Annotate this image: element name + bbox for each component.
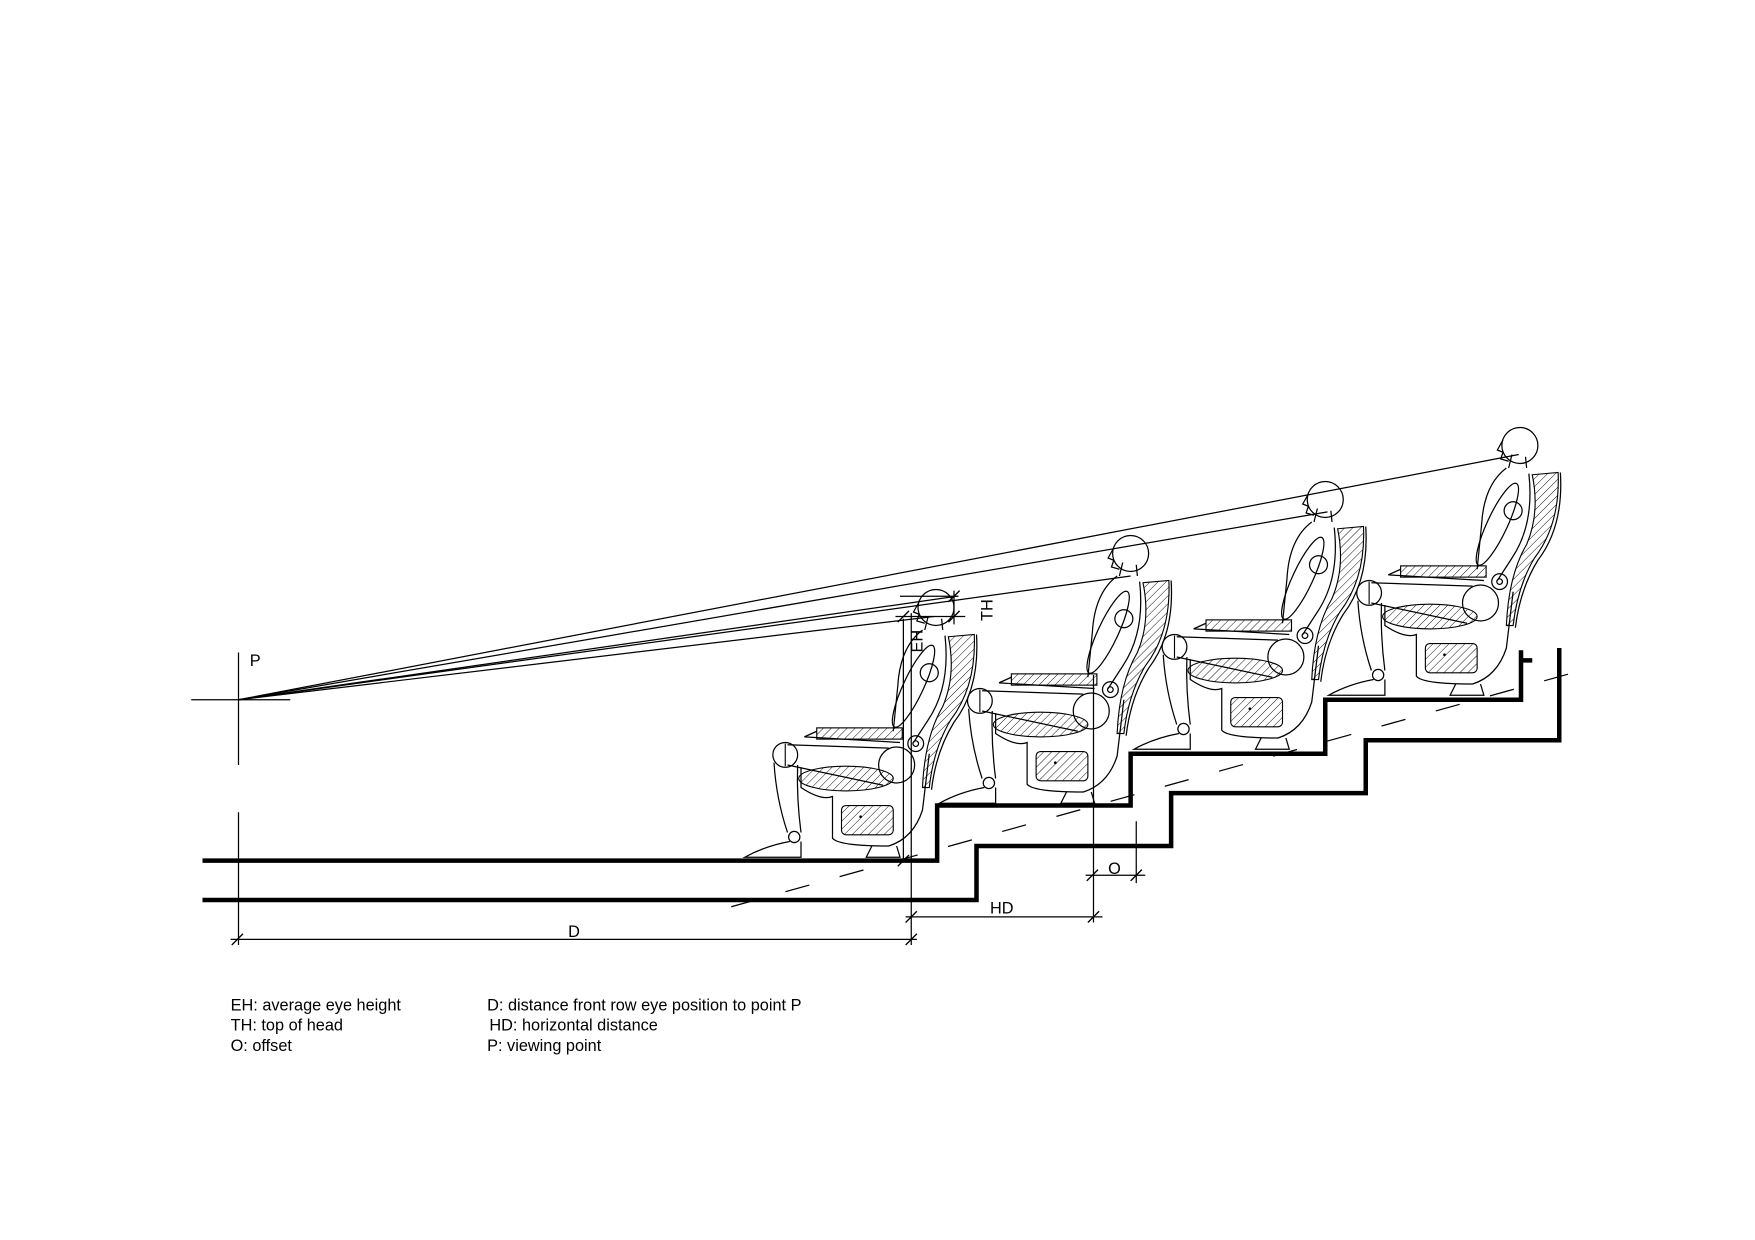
lower-tier-floor xyxy=(202,648,1562,903)
seat-row-2 xyxy=(938,534,1173,804)
viewing-point-label: P xyxy=(250,652,261,670)
legend-item: EH: average eye height xyxy=(231,996,402,1014)
sight-lines xyxy=(238,453,1519,701)
offset-label: O xyxy=(1108,860,1121,878)
seat-row-1 xyxy=(744,588,978,858)
viewing-point-marker: P xyxy=(191,652,291,945)
top-of-head-label: TH xyxy=(978,599,996,621)
upper-tier-floor xyxy=(202,650,1524,863)
horizontal-distance-label: HD xyxy=(990,900,1014,918)
legend: EH: average eye height TH: top of head O… xyxy=(231,996,802,1055)
seat-row-4 xyxy=(1328,426,1562,696)
legend-item: O: offset xyxy=(231,1037,293,1055)
dimension-lines xyxy=(230,590,1146,946)
distance-label: D xyxy=(568,923,580,941)
eye-height-label: EH xyxy=(909,630,927,653)
legend-item: P: viewing point xyxy=(487,1037,602,1055)
legend-item: D: distance front row eye position to po… xyxy=(487,996,801,1014)
slope-dashed-line xyxy=(731,665,1598,908)
legend-item: TH: top of head xyxy=(231,1017,343,1035)
legend-item: HD: horizontal distance xyxy=(489,1017,657,1035)
